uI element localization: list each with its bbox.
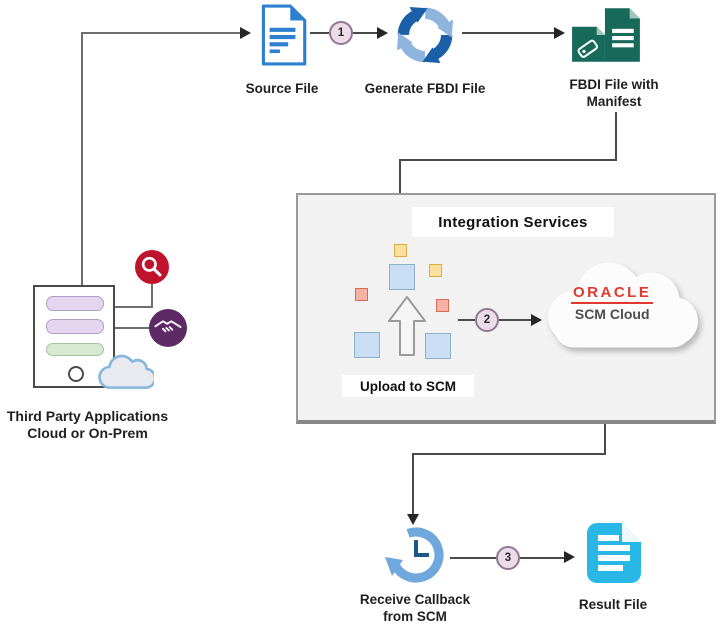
server-slot — [46, 296, 104, 311]
red-square-icon — [436, 299, 449, 312]
generate-fbdi-label: Generate FBDI File — [364, 81, 486, 96]
step-1-number: 1 — [337, 27, 345, 39]
connector-step3-result — [518, 557, 564, 559]
connector-manifest-down — [615, 112, 617, 160]
connector-manifest-across — [399, 159, 617, 161]
connector-generate-manifest — [462, 32, 554, 34]
result-file-icon — [586, 521, 642, 590]
connector-thirdparty-up — [81, 32, 83, 285]
step-2-badge: 2 — [475, 308, 499, 332]
source-file-icon — [256, 4, 308, 71]
upload-to-scm-label: Upload to SCM — [342, 375, 474, 397]
connector-server-search-h — [115, 306, 153, 308]
search-icon — [135, 250, 169, 284]
receive-callback-label-line2: from SCM — [383, 609, 447, 624]
connector-into-box — [399, 159, 401, 214]
server-power-dot — [68, 366, 84, 382]
connector-step1-generate — [353, 32, 377, 34]
connector-box-down — [604, 424, 606, 454]
clock-history-icon — [383, 524, 447, 593]
third-party-label-line1: Third Party Applications — [6, 408, 169, 424]
fbdi-manifest-icon — [570, 6, 644, 69]
oracle-cloud-icon: ORACLE SCM Cloud — [534, 252, 704, 356]
connector-source-step1 — [310, 32, 329, 34]
fbdi-manifest-label-line1: FBDI File with — [569, 77, 659, 92]
third-party-label: Third Party Applications Cloud or On-Pre… — [0, 408, 175, 442]
arrowhead-to-manifest — [554, 27, 565, 39]
integration-services-box: Integration Services Upload to SCM — [296, 193, 716, 424]
yellow-square-icon — [394, 244, 407, 257]
arrowhead-to-source — [240, 27, 251, 39]
scm-cloud-label: SCM Cloud — [574, 306, 650, 322]
result-file-label: Result File — [578, 597, 648, 612]
cloud-icon — [98, 348, 157, 397]
oracle-cloud-text: ORACLE SCM Cloud — [558, 284, 667, 322]
blue-square-icon — [425, 333, 451, 359]
connector-to-source — [81, 32, 240, 34]
connector-box-across — [412, 453, 606, 455]
arrowhead-to-callback — [407, 514, 419, 525]
generate-fbdi-icon — [392, 2, 458, 73]
handshake-icon — [149, 309, 187, 347]
connector-server-handshake — [115, 327, 151, 329]
server-slot — [46, 319, 104, 334]
fbdi-manifest-label: FBDI File with Manifest — [552, 76, 676, 110]
connector-upload-step2 — [458, 319, 475, 321]
oracle-brand-label: ORACLE — [571, 284, 654, 304]
connector-step2-cloud — [497, 319, 532, 321]
arrowhead-to-cloud — [531, 314, 542, 326]
fbdi-manifest-label-line2: Manifest — [586, 94, 642, 109]
step-3-badge: 3 — [496, 546, 520, 570]
server-slot — [46, 343, 104, 356]
connector-to-callback — [412, 453, 414, 516]
receive-callback-label-line1: Receive Callback — [359, 592, 471, 607]
upload-arrow-icon — [387, 295, 427, 362]
connector-server-search-v — [151, 284, 153, 308]
connector-callback-step3 — [450, 557, 496, 559]
receive-callback-label: Receive Callback from SCM — [330, 591, 500, 625]
blue-square-icon — [389, 264, 415, 290]
step-1-badge: 1 — [329, 21, 353, 45]
step-3-number: 3 — [504, 552, 512, 564]
red-square-icon — [355, 288, 368, 301]
yellow-square-icon — [429, 264, 442, 277]
step-2-number: 2 — [483, 314, 491, 326]
integration-services-title: Integration Services — [412, 207, 614, 237]
source-file-label: Source File — [245, 81, 319, 96]
arrowhead-to-result — [564, 551, 575, 563]
blue-square-icon — [354, 332, 380, 358]
third-party-label-line2: Cloud or On-Prem — [27, 425, 148, 441]
arrowhead-to-generate — [377, 27, 388, 39]
